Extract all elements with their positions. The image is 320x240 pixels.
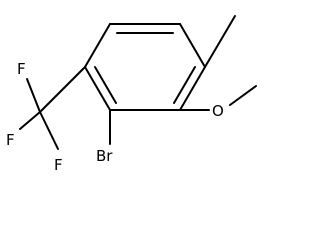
trifluoromethyl-bond: [39, 66, 86, 113]
fluorine-left-bond: [19, 111, 41, 130]
ring-bond-top-right: [179, 23, 206, 68]
benzene-ring: [84, 23, 206, 111]
ring-double-bond-left: [94, 66, 117, 104]
fluorine-top-label: F: [17, 60, 26, 78]
fluorine-left-label: F: [6, 131, 15, 149]
fluorine-bottom-label: F: [54, 156, 63, 174]
fluorine-bottom-bond: [39, 111, 59, 150]
molecule-diagram: O Br F F F: [6, 15, 257, 174]
ring-bond-right: [179, 66, 206, 111]
methoxy-carbon-bond: [229, 85, 257, 106]
ring-bond-left: [84, 23, 111, 68]
fluorine-top-bond: [26, 78, 41, 113]
bromine-label: Br: [96, 147, 113, 165]
ring-double-bond-right: [173, 66, 196, 104]
oxygen-label: O: [212, 102, 224, 120]
ring-bond-bottom-left: [84, 66, 111, 111]
methyl-bond: [204, 15, 236, 68]
trifluoromethyl-group: F F F: [6, 60, 86, 174]
